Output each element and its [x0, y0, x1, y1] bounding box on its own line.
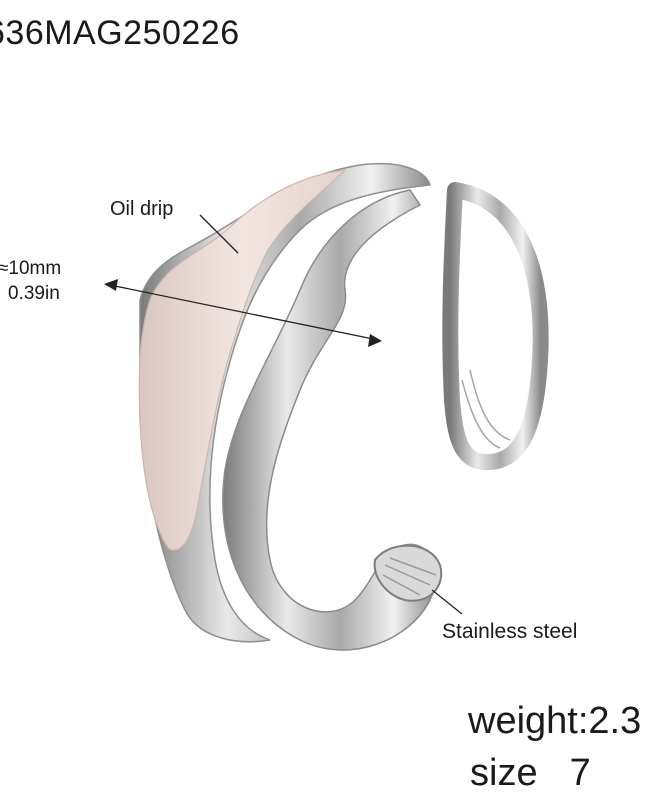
size-value: 7 — [569, 752, 591, 794]
ring-inner-band-back-loop — [442, 182, 549, 471]
ring-back-loop-texture — [461, 369, 511, 449]
dimension-arrow-right-head — [368, 334, 382, 347]
dimension-arrow-line — [109, 284, 379, 341]
stainless-steel-leader — [431, 589, 463, 615]
stainless-steel-label: Stainless steel — [442, 620, 578, 643]
ring-inner-band-front — [222, 189, 437, 651]
size-label: size — [470, 752, 538, 794]
sku-code: 636MAG250226 — [0, 14, 240, 52]
dimension-mm-label: ≈10mm — [0, 258, 62, 279]
oil-drip-leader — [199, 214, 239, 254]
weight-spec: weight:2.3 — [468, 700, 642, 742]
dimension-in-label: 0.39in — [8, 283, 60, 304]
size-spec: size 7 — [470, 752, 591, 795]
oil-drip-label: Oil drip — [110, 198, 174, 220]
ring-loop-texture — [382, 557, 437, 596]
oil-drip-enamel — [138, 169, 347, 551]
dimension-arrow-left-head — [104, 279, 118, 291]
ring-inner-band-front-loop — [373, 544, 443, 602]
